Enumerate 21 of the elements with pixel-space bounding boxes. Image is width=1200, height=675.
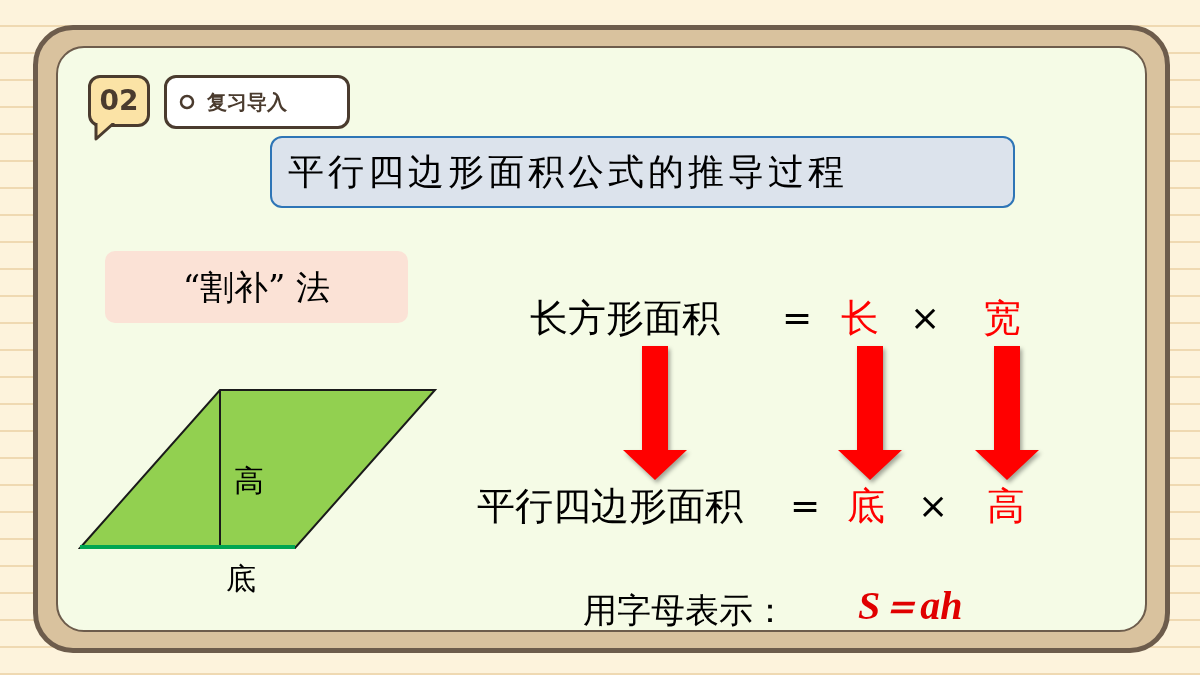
area-formula: S＝ah [858,586,963,626]
method-text: “割补” 法 [182,265,331,309]
variable-term: 底 [842,486,890,526]
down-arrow [838,346,902,480]
variable-term: 高 [982,486,1030,526]
equals-sign: = [790,486,821,526]
times-sign: × [910,298,941,338]
times-sign: × [918,486,949,526]
variable-term: 宽 [978,298,1026,338]
formula-prefix: 用字母表示： [583,590,787,630]
heading-text: 平行四边形面积公式的推导过程 [288,150,848,194]
section-title: 复习导入 [207,92,287,112]
down-arrow [975,346,1039,480]
base-label: 底 [226,564,256,594]
area-term: 平行四边形面积 [440,486,780,526]
area-term: 长方形面积 [505,298,745,338]
height-label: 高 [234,466,264,496]
down-arrow [623,346,687,480]
section-number: 02 [99,87,139,115]
equals-sign: = [782,298,813,338]
variable-term: 长 [836,298,884,338]
